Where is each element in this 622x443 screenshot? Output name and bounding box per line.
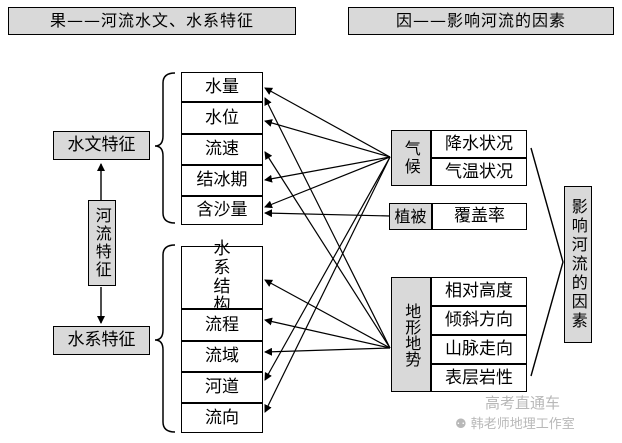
list-item-channel: 河道 xyxy=(181,372,263,403)
list-item-level: 水位 xyxy=(181,102,263,134)
arrow-terrain-structure xyxy=(264,279,391,349)
list-item-speed: 流速 xyxy=(181,134,263,165)
watermark-line2: ⚉ 韩老师地理工作室 xyxy=(455,417,575,432)
factor-mountain-trend: 山脉走向 xyxy=(431,335,527,364)
arrow-climate-level xyxy=(264,119,391,158)
arrow-climate-freeze xyxy=(264,156,391,183)
list-item-flowdir: 流向 xyxy=(181,403,263,433)
left-header: 果——河流水文、水系特征 xyxy=(8,7,296,35)
factor-precipitation: 降水状况 xyxy=(431,130,527,158)
arrow-climate-channel xyxy=(264,156,391,381)
list-item-length: 流程 xyxy=(181,309,263,341)
factor-coverage: 覆盖率 xyxy=(432,203,527,230)
list-item-sediment: 含沙量 xyxy=(181,196,263,225)
list-item-basin: 流域 xyxy=(181,341,263,372)
factor-slope-direction: 倾斜方向 xyxy=(431,306,527,335)
list-item-structure: 水系结构 xyxy=(181,240,263,315)
vegetation-label: 植被 xyxy=(389,203,432,230)
list-item-freeze: 结冰期 xyxy=(181,165,263,196)
summary-label: 影响河流的因素 xyxy=(564,186,592,343)
right-header-text: 因——影响河流的因素 xyxy=(395,11,566,31)
left-header-text: 果——河流水文、水系特征 xyxy=(49,11,254,31)
factor-surface-rock: 表层岩性 xyxy=(431,364,527,392)
factor-brace xyxy=(530,147,564,377)
system-brace xyxy=(154,244,176,433)
arrow-terrain-basin xyxy=(264,347,391,356)
right-header: 因——影响河流的因素 xyxy=(348,7,614,35)
arrow-climate-flowdir xyxy=(264,156,391,413)
climate-label: 气候 xyxy=(391,130,431,186)
system-label: 水系特征 xyxy=(53,326,150,355)
factor-temperature: 气温状况 xyxy=(431,158,527,186)
list-item-volume: 水量 xyxy=(181,72,263,102)
hydrology-label: 水文特征 xyxy=(53,131,150,160)
arrow-climate-sediment xyxy=(264,156,391,209)
arrow-terrain-level xyxy=(264,97,391,349)
arrow-terrain-speed xyxy=(264,151,391,349)
terrain-label: 地形地势 xyxy=(391,277,431,392)
arrow-veg-sediment xyxy=(264,209,391,218)
factor-relative-height: 相对高度 xyxy=(431,277,527,306)
arrow-climate-volume xyxy=(264,87,391,158)
arrow-terrain-length xyxy=(264,317,391,349)
watermark-line1: 高考直通车 xyxy=(485,394,561,412)
wechat-icon: ⚉ xyxy=(455,417,467,432)
river-features-label: 河流特征 xyxy=(88,200,116,286)
hydrology-brace xyxy=(154,72,176,224)
